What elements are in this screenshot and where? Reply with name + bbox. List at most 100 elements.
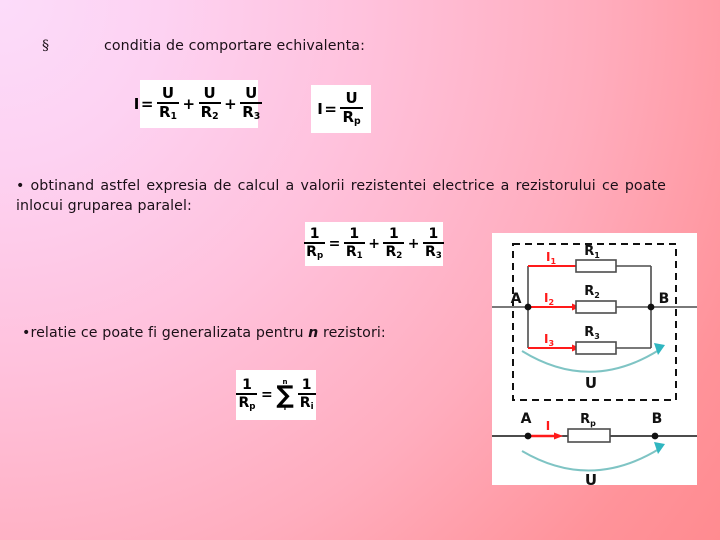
fraction-u-over-r3: U R3 (240, 83, 263, 123)
label-node-b-top: B (659, 291, 670, 307)
label-r2: R2 (584, 284, 600, 300)
formula-1-plus-b: + (224, 94, 237, 113)
summation-lower-limit: i (283, 403, 287, 412)
bullet-2-dot: • (16, 178, 25, 194)
fraction-numerator: 1 (242, 376, 252, 393)
fraction-numerator: U (345, 88, 358, 107)
fraction-one-over-rp: 1 Rp (236, 376, 258, 413)
fraction-numerator: U (203, 83, 216, 102)
fraction-denominator: R2 (199, 105, 221, 122)
fraction-denominator: R1 (157, 105, 179, 122)
label-r3: R3 (584, 325, 600, 341)
denominator-subscript: p (316, 251, 324, 262)
resistor-r1-symbol (575, 259, 617, 273)
fraction-u-over-r2: U R2 (198, 83, 221, 123)
voltage-arc-top (521, 349, 660, 373)
node-a-dot (524, 303, 532, 311)
formula-4-equals: = (260, 386, 273, 403)
bullet-3-text-before: relatie ce poate fi generalizata pentru (30, 325, 309, 341)
denominator-subscript: p (354, 116, 361, 128)
denominator-base: R (345, 244, 357, 261)
fraction-one-over-rp: 1 Rp (304, 225, 326, 262)
formula-3-plus-a: + (368, 235, 380, 252)
fraction-bar (304, 242, 326, 245)
label-i1: I1 (546, 250, 556, 266)
fraction-numerator: 1 (349, 225, 360, 242)
denominator-base: R (200, 103, 213, 122)
fraction-denominator: Rp (340, 110, 362, 127)
voltage-arrow-icon-top (654, 343, 665, 355)
fraction-one-over-r3: 1 R3 (423, 225, 444, 262)
current-arrow-icon-equivalent (554, 432, 563, 440)
fraction-bar (383, 242, 405, 245)
formula-2-lhs: I (317, 99, 323, 118)
fraction-one-over-r1: 1 R1 (343, 225, 365, 262)
fraction-bar (156, 102, 179, 105)
formula-1-lhs: I (133, 94, 140, 113)
fraction-denominator: R1 (344, 245, 365, 261)
formula-image-current-sum: I = U R1 + U R2 + U R3 (134, 80, 263, 128)
formula-3-equals: = (328, 235, 341, 252)
summation-operator: n ∑ i (276, 377, 294, 412)
bullet-2-text: obtinand astfel expresia de calcul a val… (16, 178, 666, 215)
denominator-subscript: 3 (435, 251, 442, 262)
fraction-bar (236, 393, 258, 396)
fraction-bar (343, 242, 365, 245)
bullet-3-text-after: rezistori: (318, 325, 386, 341)
denominator-subscript: i (310, 402, 314, 413)
denominator-subscript: p (249, 402, 256, 413)
fraction-bar (340, 107, 363, 110)
denominator-base: R (158, 103, 171, 122)
resistor-rp-symbol (567, 428, 611, 443)
formula-3-plus-b: + (407, 235, 420, 252)
fraction-denominator: Rp (304, 245, 325, 261)
fraction-numerator: 1 (301, 376, 312, 393)
bullet-item-3: •relatie ce poate fi generalizata pentru… (22, 323, 542, 343)
fraction-bar (198, 102, 221, 105)
bullet-item-2: • obtinand astfel expresia de calcul a v… (16, 176, 666, 216)
label-r1: R1 (584, 244, 600, 260)
denominator-base: R (299, 395, 311, 412)
fraction-one-over-ri: 1 Ri (297, 376, 316, 413)
formula-1-equals: = (140, 94, 154, 113)
formula-image-current-equivalent: I = U Rp (311, 85, 371, 133)
fraction-numerator: 1 (428, 225, 439, 242)
resistor-r2-symbol (575, 300, 617, 314)
denominator-base: R (242, 103, 254, 122)
denominator-subscript: 2 (212, 111, 219, 123)
denominator-base: R (238, 395, 250, 412)
resistor-r3-symbol (575, 341, 617, 355)
fraction-one-over-r2: 1 R2 (383, 226, 405, 262)
fraction-numerator: U (245, 83, 258, 102)
summation-upper-limit: n (282, 377, 288, 386)
node-b-dot-equivalent (651, 432, 659, 440)
circuit-diagram-image: R1 R2 R3 I1 I2 I3 A B U Rp I A B U (492, 233, 697, 485)
formula-1-plus-a: + (182, 94, 196, 113)
denominator-subscript: 1 (356, 251, 363, 262)
bullet-3-dot: • (22, 325, 31, 341)
dashed-boundary-box (512, 243, 677, 401)
fraction-bar (423, 242, 444, 245)
bullet-1-text: conditia de comportare echivalenta: (104, 38, 365, 54)
fraction-denominator: Ri (298, 396, 316, 412)
label-node-a-bottom: A (521, 411, 532, 427)
fraction-bar (240, 102, 263, 105)
denominator-subscript: 3 (253, 111, 261, 123)
fraction-numerator: 1 (309, 225, 320, 242)
label-node-a-top: A (511, 291, 522, 307)
section-marker: § (42, 38, 50, 54)
formula-2-equals: = (324, 99, 337, 118)
node-a-dot-equivalent (524, 432, 532, 440)
denominator-base: R (306, 244, 317, 261)
denominator-subscript: 2 (396, 251, 403, 262)
fraction-u-over-rp: U Rp (340, 88, 363, 128)
voltage-arrow-icon-bottom (654, 442, 665, 454)
node-b-dot (647, 303, 655, 311)
fraction-numerator: U (161, 83, 175, 102)
denominator-base: R (342, 108, 355, 127)
label-rp: Rp (580, 412, 596, 428)
denominator-base: R (425, 244, 436, 261)
label-voltage-bottom: U (585, 471, 597, 485)
fraction-bar (297, 393, 316, 396)
